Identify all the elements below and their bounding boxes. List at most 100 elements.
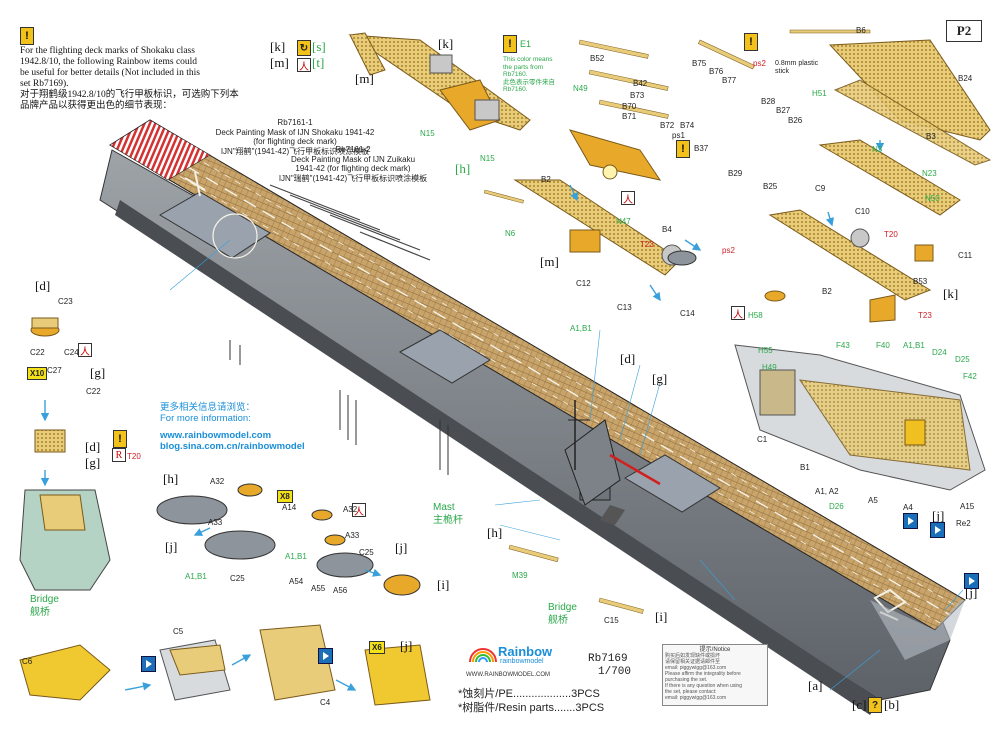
part-label: B77 (722, 76, 737, 85)
part-label: A1,B1 (285, 552, 307, 561)
bracket-m-mid: [m] (540, 254, 559, 269)
flip-icon (141, 656, 156, 672)
info-en: For more information: (160, 413, 251, 424)
warning-icon-bridge: ! (113, 430, 127, 448)
flip-icon (964, 573, 979, 589)
part-label: C6 (22, 657, 33, 666)
part-label: M39 (512, 571, 528, 580)
part-label: N50 (925, 194, 940, 203)
part-label: A14 (282, 503, 297, 512)
product-ref-shokaku: Rb7161-1 Deck Painting Mask of IJN Shoka… (180, 118, 410, 156)
page-label: P2 (946, 20, 982, 42)
part-label: B52 (590, 54, 605, 63)
part-label: C22 (86, 387, 101, 396)
bracket-a: [a] (808, 678, 823, 693)
part-label: C24 (64, 348, 79, 357)
warning-icon-e1: ! (503, 35, 517, 53)
note-line: 品牌产品以获得更出色的细节表现： (20, 101, 173, 111)
info-block: 更多相关信息请浏览： For more information: www.rai… (160, 402, 305, 452)
bracket-c: [c] (852, 697, 867, 712)
part-label: C1 (757, 435, 768, 444)
info-url-2: blog.sina.com.cn/rainbowmodel (160, 441, 305, 452)
part-label: C11 (958, 251, 973, 260)
warning-icon-stick: ! (744, 33, 758, 51)
brand-name: Rainbow (498, 644, 553, 659)
part-label: B28 (761, 97, 776, 106)
notice-line: If there is any question when using (665, 683, 742, 689)
bracket-d-left: [d] (35, 278, 51, 293)
product-code: Rb7161-1 (277, 118, 313, 127)
part-label: N47 (616, 217, 631, 226)
bracket-g-left2: [g] (85, 455, 101, 470)
product-scale: 1/700 (598, 666, 632, 678)
part-label: C5 (173, 627, 184, 636)
bracket-h-mid: [h] (487, 525, 503, 540)
part-label: F43 (836, 341, 850, 350)
bracket-d-mid: [d] (620, 351, 636, 366)
note-line: For the flighting deck marks of Shokaku … (20, 46, 195, 56)
part-label: B3 (926, 132, 936, 141)
notice-box: 提示/Notice 购买后如发现缺件或损坏 请保留相关证据请邮件至 email:… (662, 644, 768, 706)
part-label: B6 (856, 26, 866, 35)
part-label: C9 (815, 184, 826, 193)
bracket-b: [b] (884, 697, 900, 712)
brand-subname: rainbowmodel (500, 658, 544, 665)
bridge-label-left: Bridge (30, 594, 59, 605)
part-label: H51 (812, 89, 827, 98)
pe-count: *蚀刻片/PE...................3PCS (458, 688, 600, 700)
part-label: A4 (903, 503, 913, 512)
product-line: Deck Painting Mask of IJN Zuikaku (290, 154, 416, 164)
part-label: C25 (359, 548, 374, 557)
part-label: B72 (660, 121, 675, 130)
fold-icon: 人 (731, 306, 745, 321)
multiplier-x6: X6 (369, 641, 385, 654)
color-note-line: This color means (503, 56, 553, 63)
part-label: N15 (420, 129, 435, 138)
bracket-m-top: [m] (355, 71, 374, 86)
part-label: D24 (932, 348, 947, 357)
bracket-j-bottom: [j] (400, 638, 413, 653)
product-line: 1941-42 (for flighting deck mark) (295, 164, 411, 173)
warning-icon-ps: ! (676, 140, 690, 158)
color-note-line: 此色表示零件来自 (503, 78, 555, 86)
product-ref-zuikaku: Rb7161-2 Deck Painting Mask of IJN Zuika… (238, 145, 468, 183)
part-label: A32 (210, 477, 225, 486)
part-label: D26 (829, 502, 844, 511)
note-line: set Rb7169). (20, 79, 69, 89)
part-label: C25 (230, 574, 245, 583)
rotate-icon: ↻ (297, 40, 311, 56)
part-label: B74 (680, 121, 695, 130)
part-label: H49 (762, 363, 777, 372)
part-label: B27 (776, 106, 791, 115)
bracket-d-left2: [d] (85, 439, 101, 454)
notice-line: the set, please contact: (665, 689, 717, 695)
part-label: B70 (622, 102, 637, 111)
part-label: B2 (822, 287, 832, 296)
part-label: B29 (728, 169, 743, 178)
part-label: B76 (709, 67, 724, 76)
part-label: B75 (692, 59, 707, 68)
part-label: A1,B1 (185, 572, 207, 581)
part-label: ps2 (722, 246, 735, 255)
product-line: (for flighting deck mark) (253, 137, 337, 146)
part-label: A5 (868, 496, 878, 505)
part-label: N3 (872, 145, 883, 154)
multiplier-x10: X10 (27, 367, 48, 380)
bracket-h-left: [h] (163, 471, 179, 486)
notice-line: 请保留相关证据请邮件至 (665, 659, 721, 665)
part-label: A1, A2 (815, 487, 839, 496)
color-note-line: Rb7160. (503, 86, 528, 93)
part-label: C10 (855, 207, 870, 216)
mast-label-cn: 主桅杆 (433, 515, 463, 526)
info-url-1: www.rainbowmodel.com (160, 430, 272, 441)
part-label: B42 (633, 79, 648, 88)
color-note-line: the parts from (503, 63, 544, 71)
part-label: C22 (30, 348, 45, 357)
part-label: B71 (622, 112, 637, 121)
part-label: ps1 (672, 131, 685, 140)
part-label: B26 (788, 116, 803, 125)
bridge-label: Bridge (548, 602, 577, 613)
part-label: A1,B1 (570, 324, 592, 333)
part-label: B4 (662, 225, 672, 234)
